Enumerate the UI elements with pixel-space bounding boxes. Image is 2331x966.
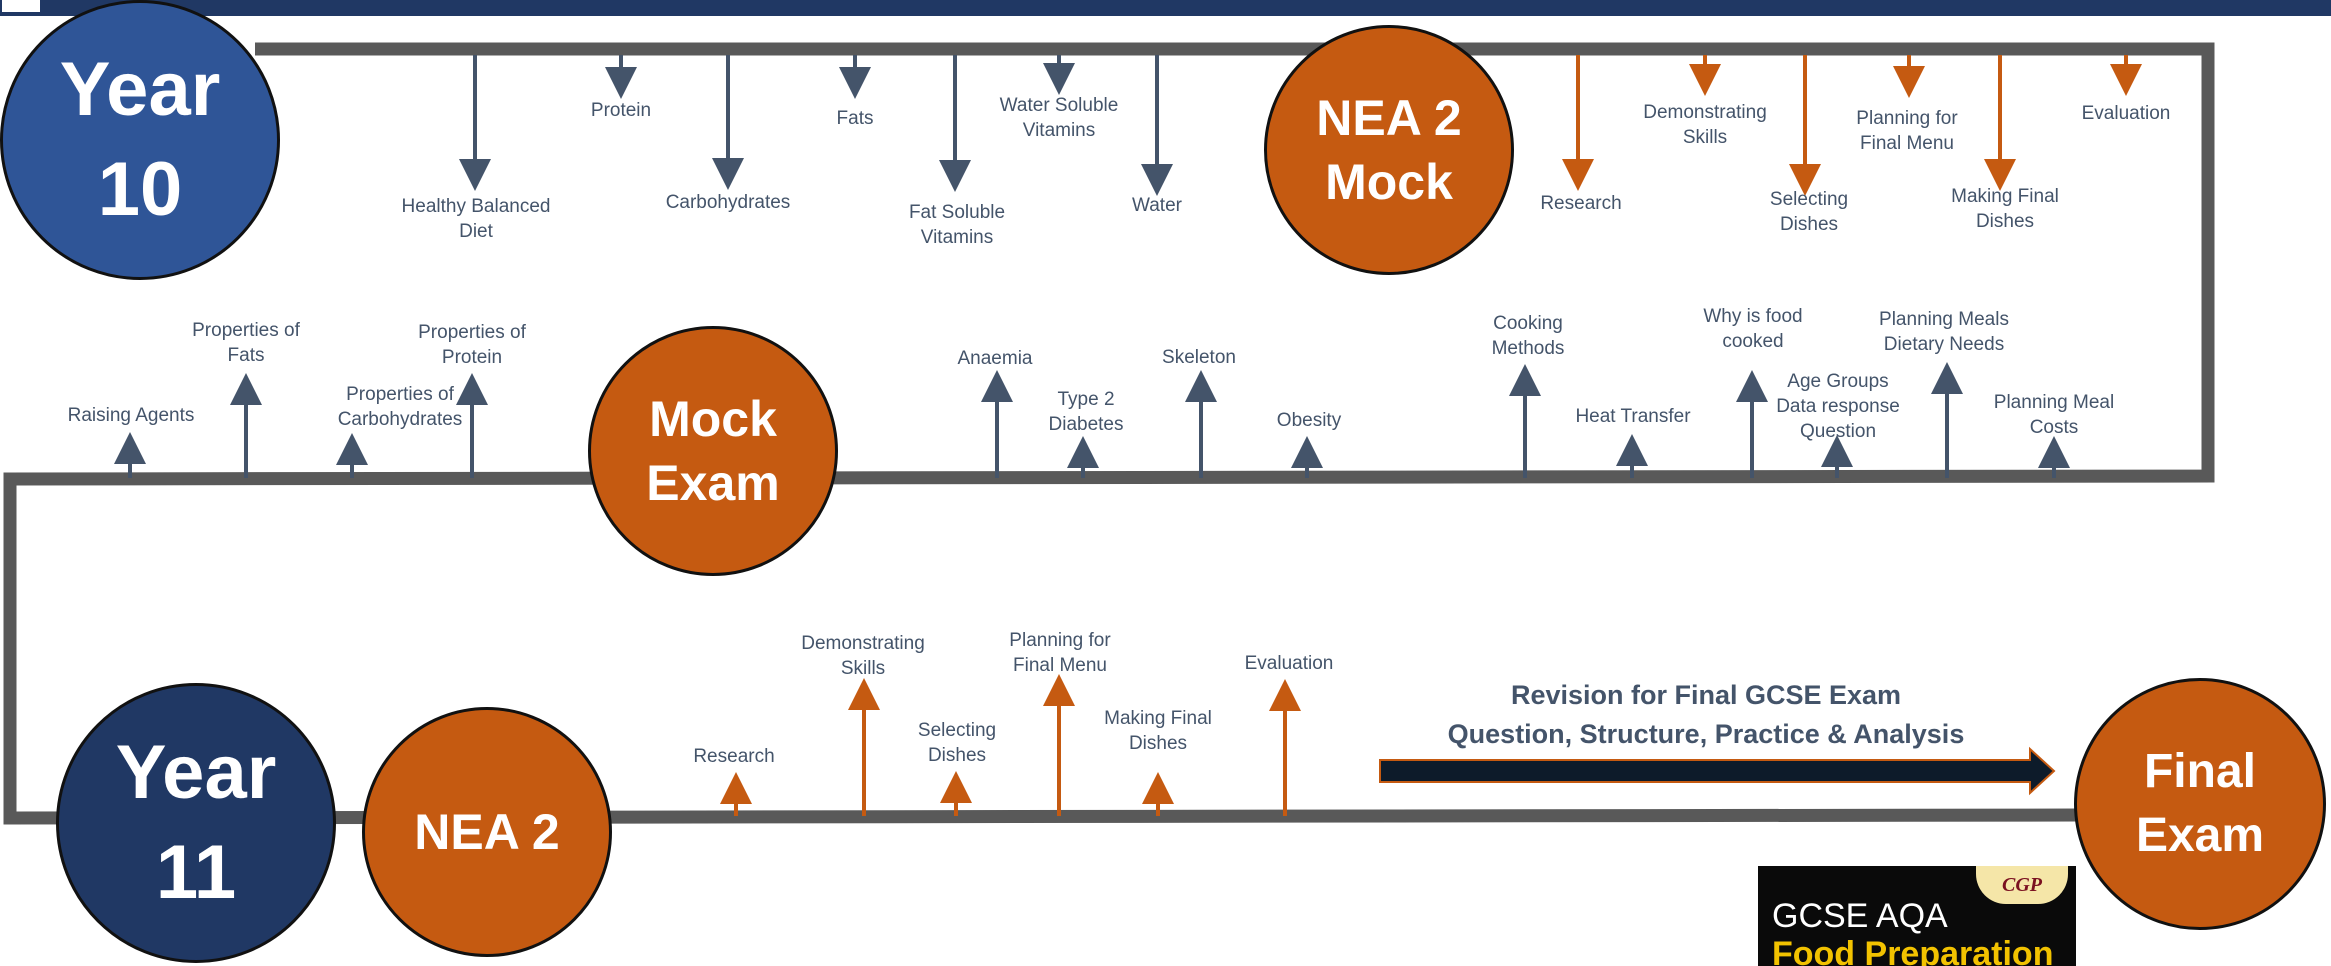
label-why-food-cooked: Why is food cooked — [1703, 306, 1803, 352]
label-type2-diabetes: Type 2 Diabetes — [1048, 389, 1124, 435]
label-properties-of-carbohydrates: Properties of Carbohydrates — [337, 384, 463, 430]
corner-box — [0, 0, 42, 14]
milestone-year11: Year 11 — [56, 683, 336, 963]
cgp-logo: CGP — [1976, 866, 2068, 904]
milestone-nea2: NEA 2 — [362, 707, 612, 957]
label-protein: Protein — [590, 100, 652, 121]
label-skeleton: Skeleton — [1162, 347, 1236, 368]
label-age-groups: Age Groups Data response Question — [1776, 371, 1900, 442]
label-planning-final-menu-2: Planning for Final Menu — [1009, 630, 1111, 676]
label-fats: Fats — [836, 108, 874, 129]
book-title-line1: GCSE AQA — [1772, 897, 1948, 935]
label-research-2: Research — [693, 746, 775, 767]
label-water-soluble-vitamins: Water Soluble Vitamins — [999, 95, 1119, 141]
label-planning-final-menu-1: Planning for Final Menu — [1856, 108, 1958, 154]
book-cover-image: CGP GCSE AQA Food Preparation — [1758, 866, 2076, 966]
milestone-year10: Year 10 — [0, 0, 280, 280]
label-cooking-methods: Cooking Methods — [1491, 313, 1565, 359]
milestone-nea2-mock: NEA 2 Mock — [1264, 25, 1514, 275]
label-demonstrating-skills-2: Demonstrating Skills — [801, 633, 925, 679]
label-making-final-dishes-2: Making Final Dishes — [1104, 708, 1212, 754]
label-heat-transfer: Heat Transfer — [1575, 406, 1691, 427]
header-bar — [0, 0, 2331, 16]
label-evaluation-2: Evaluation — [1244, 653, 1334, 674]
label-evaluation-1: Evaluation — [2081, 103, 2171, 124]
label-anaemia: Anaemia — [957, 348, 1033, 369]
label-making-final-dishes-1: Making Final Dishes — [1951, 186, 2059, 232]
label-carbohydrates: Carbohydrates — [665, 192, 791, 213]
milestone-final-exam: Final Exam — [2074, 678, 2326, 930]
label-research-1: Research — [1540, 193, 1622, 214]
label-obesity: Obesity — [1276, 410, 1342, 431]
label-selecting-dishes-1: Selecting Dishes — [1769, 189, 1849, 235]
label-raising-agents: Raising Agents — [67, 405, 195, 426]
cgp-logo-text: CGP — [2002, 873, 2042, 896]
label-fat-soluble-vitamins: Fat Soluble Vitamins — [908, 202, 1006, 248]
label-selecting-dishes-2: Selecting Dishes — [917, 720, 997, 766]
label-planning-meal-costs: Planning Meal Costs — [1993, 392, 2115, 438]
revision-label: Revision for Final GCSE Exam Question, S… — [1447, 680, 1965, 749]
timeline-track — [3, 42, 2215, 825]
milestone-mock-exam: Mock Exam — [588, 326, 838, 576]
label-properties-of-protein: Properties of Protein — [418, 322, 526, 368]
revision-arrow — [1379, 746, 2056, 796]
book-title-line2: Food Preparation — [1772, 935, 2054, 966]
label-properties-of-fats: Properties of Fats — [192, 320, 300, 366]
label-demonstrating-skills-1: Demonstrating Skills — [1643, 102, 1767, 148]
label-planning-meals-dietary: Planning Meals Dietary Needs — [1879, 309, 2009, 355]
label-healthy-balanced-diet: Healthy Balanced Diet — [401, 196, 551, 242]
label-water: Water — [1132, 195, 1182, 216]
